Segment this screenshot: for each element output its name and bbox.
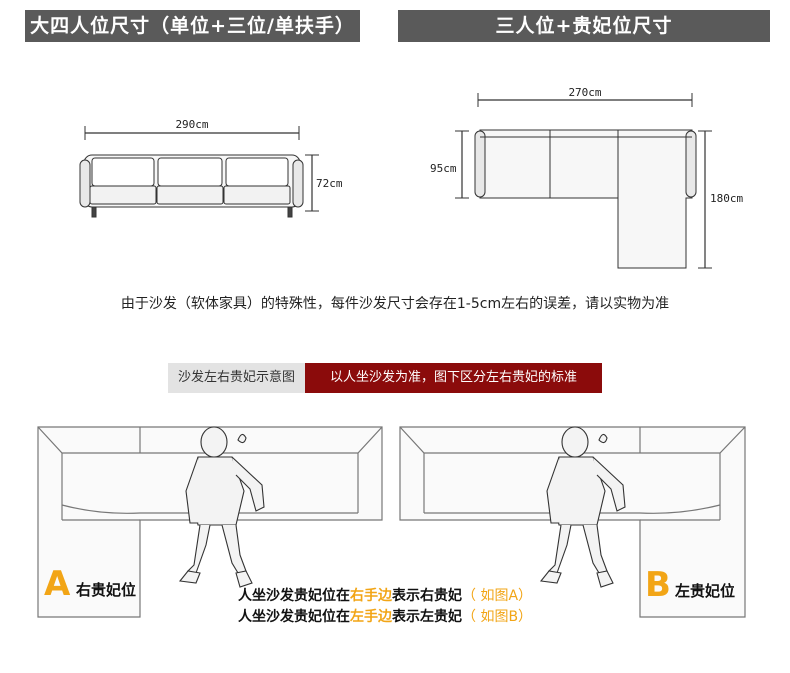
explain-line-right: 人坐沙发贵妃位在右手边表示右贵妃（ 如图A） — [238, 585, 532, 605]
explain1-highlight: 右手边 — [350, 588, 392, 604]
standard-caption-tag: 以人坐沙发为准，图下区分左右贵妃的标准 — [305, 363, 602, 393]
header-four-seater: 大四人位尺寸（单位+三位/单扶手） — [25, 10, 360, 42]
explain2-highlight: 左手边 — [350, 609, 392, 625]
label-a-letter: A — [44, 564, 71, 604]
left-height-label: 72cm — [316, 177, 343, 190]
sofa-a-outline — [37, 426, 383, 618]
label-b-letter: B — [645, 565, 671, 605]
header-three-seater-chaise: 三人位+贵妃位尺寸 — [398, 10, 770, 42]
person-b-figure — [539, 426, 626, 588]
explain-line-left: 人坐沙发贵妃位在左手边表示左贵妃（ 如图B） — [238, 606, 532, 626]
explain1-mid: 表示右贵妃 — [392, 588, 462, 604]
diagram-caption-tag: 沙发左右贵妃示意图 — [168, 363, 305, 393]
label-a-text: 右贵妃位 — [76, 581, 137, 599]
four-seater-front-view — [79, 126, 319, 218]
right-length-label: 180cm — [710, 192, 743, 205]
chaise-side-diagrams — [37, 426, 746, 618]
three-seater-chaise-top-view — [455, 93, 712, 269]
label-b-text: 左贵妃位 — [675, 582, 736, 600]
explain2-ref: （ 如图B） — [462, 609, 533, 625]
left-width-label: 290cm — [175, 118, 208, 131]
right-width-label: 270cm — [568, 86, 601, 99]
explain2-pre: 人坐沙发贵妃位在 — [238, 609, 350, 625]
explain1-pre: 人坐沙发贵妃位在 — [238, 588, 350, 604]
explain2-mid: 表示左贵妃 — [392, 609, 462, 625]
right-depth-label: 95cm — [430, 162, 457, 175]
sofa-dimension-drawings: 290cm 72cm 270cm 95cm 180cm — [79, 86, 743, 269]
explain1-ref: （ 如图A） — [462, 588, 533, 604]
person-a-figure — [178, 426, 265, 588]
tolerance-note: 由于沙发（软体家具）的特殊性，每件沙发尺寸会存在1-5cm左右的误差，请以实物为… — [120, 296, 670, 312]
